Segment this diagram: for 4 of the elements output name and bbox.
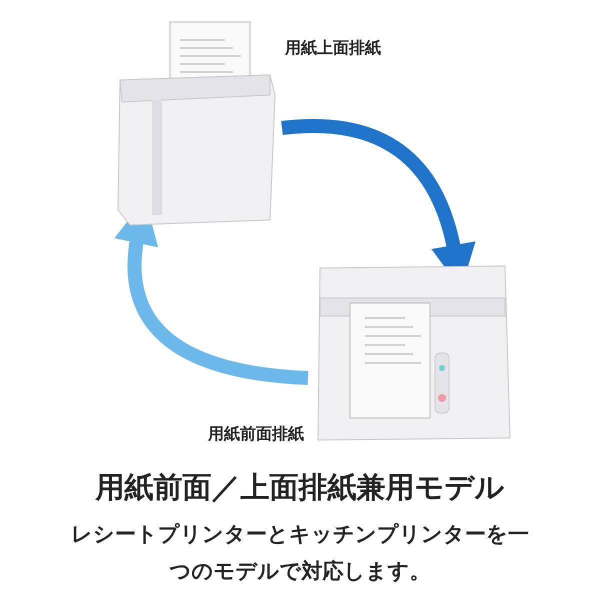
title: 用紙前面／上面排紙兼用モデル [94, 469, 506, 506]
output-label: 用紙上面排紙 [285, 38, 381, 59]
output-label: 用紙前面排紙 [208, 424, 304, 445]
caption: レシートプリンターとキッチンプリンターを一つのモデルで対応します。 [70, 521, 530, 585]
